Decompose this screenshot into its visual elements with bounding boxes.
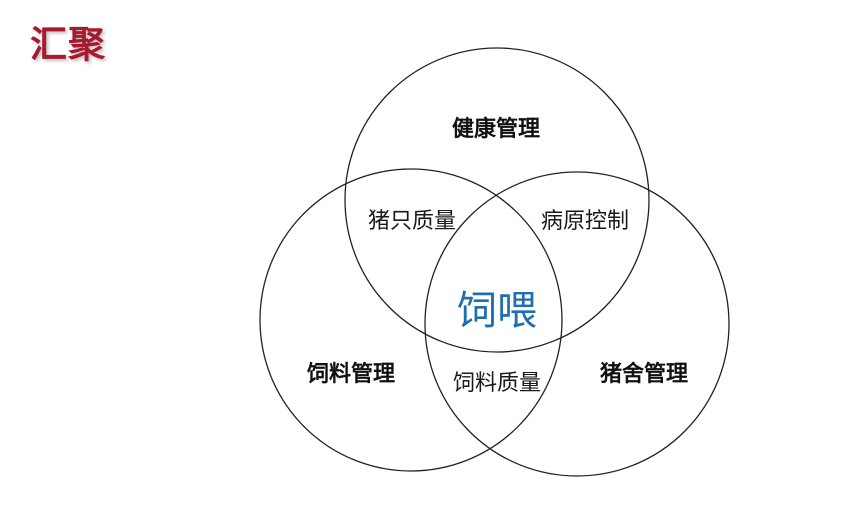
page-title: 汇聚 — [30, 22, 106, 66]
set-label-left: 饲料管理 — [306, 361, 395, 387]
set-label-right: 猪舍管理 — [600, 361, 688, 387]
overlap-label-left-right: 饲料质量 — [453, 371, 541, 396]
overlap-label-top-left: 猪只质量 — [368, 209, 456, 234]
circle-feed-management — [259, 168, 563, 472]
circle-pigpen-management — [424, 171, 730, 477]
set-label-top: 健康管理 — [452, 116, 540, 142]
center-label: 饲喂 — [457, 288, 537, 334]
circle-health-management — [344, 47, 650, 353]
overlap-label-top-right: 病原控制 — [541, 209, 629, 234]
